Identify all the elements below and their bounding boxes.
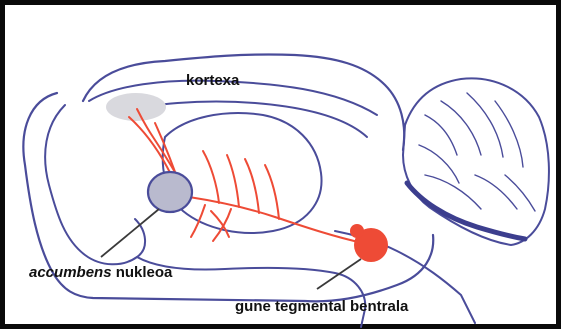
cortex-label: kortexa (186, 72, 240, 89)
leader-line-vta (317, 259, 361, 289)
frontal-lobe-outline (45, 105, 145, 264)
brain-diagram: kortexa accumbens nukleoa gune tegmental… (5, 5, 561, 334)
accumbens-label-italic: accumbens (29, 264, 112, 281)
leader-line-accumbens (101, 209, 159, 257)
accumbens-label-rest: nukleoa (112, 264, 174, 281)
cerebellum-base (407, 183, 525, 239)
thalamus-outline (163, 113, 322, 233)
accumbens-region (148, 172, 192, 212)
vta-label: gune tegmental bentrala (235, 298, 409, 315)
cerebellum-folia (419, 93, 535, 211)
cerebellum-outline (403, 78, 549, 245)
accumbens-label: accumbens nukleoa (29, 264, 173, 281)
vta-region (350, 224, 388, 262)
cortex-region (106, 93, 166, 121)
